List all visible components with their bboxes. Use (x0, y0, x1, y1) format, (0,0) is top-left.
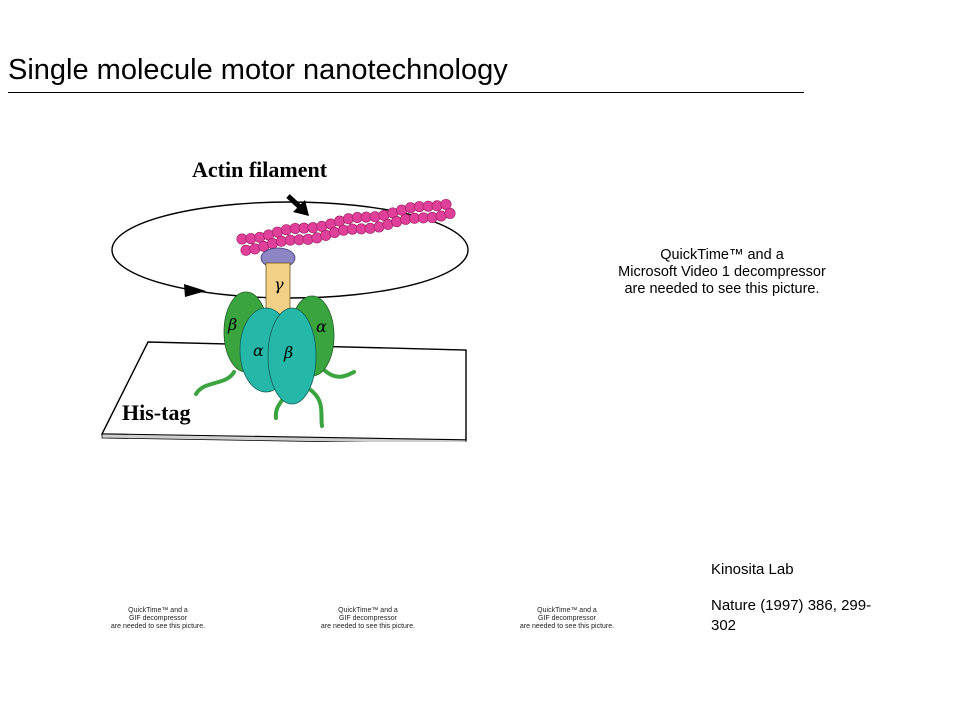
beta-left-label: β (227, 315, 237, 334)
qt-small-line-2: GIF decompressor (129, 615, 187, 622)
lab-name: Kinosita Lab (711, 561, 794, 578)
credits: Kinosita Lab Nature (1997) 386, 299-302 (711, 560, 891, 636)
actin-bead (440, 198, 452, 210)
gamma-label: γ (274, 275, 284, 294)
rotation-arrow-icon (184, 284, 206, 297)
alpha-right-label: α (316, 317, 327, 336)
his-tag-label: His-tag (122, 400, 190, 425)
title-divider (8, 92, 804, 93)
quicktime-gif-placeholder-1: QuickTime™ and a GIF decompressor are ne… (98, 607, 218, 631)
pointer-arrow-icon (286, 194, 309, 216)
qt-small-line-2: GIF decompressor (339, 615, 397, 622)
his-tag-front (306, 386, 324, 428)
qt-line-1: QuickTime™ and a (660, 247, 784, 263)
quicktime-gif-placeholder-3: QuickTime™ and a GIF decompressor are ne… (507, 607, 627, 631)
his-tag-left (194, 370, 236, 396)
alpha-front-label: α (253, 341, 264, 360)
quicktime-gif-placeholder-2: QuickTime™ and a GIF decompressor are ne… (308, 607, 428, 631)
slide-title: Single molecule motor nanotechnology (8, 54, 508, 86)
actin-filament (236, 198, 456, 256)
qt-small-line-1: QuickTime™ and a (338, 607, 398, 614)
actin-bead (444, 207, 456, 219)
qt-small-line-2: GIF decompressor (538, 615, 596, 622)
actin-filament-label: Actin filament (192, 157, 328, 182)
citation: Nature (1997) 386, 299-302 (711, 597, 872, 634)
beta-subunit-front (267, 307, 317, 405)
qt-small-line-1: QuickTime™ and a (537, 607, 597, 614)
qt-line-3: are needed to see this picture. (624, 281, 820, 297)
his-tag-right (320, 366, 356, 379)
qt-small-line-3: are needed to see this picture. (110, 623, 206, 630)
qt-small-line-3: are needed to see this picture. (519, 623, 615, 630)
glass-plate-edge (101, 433, 467, 442)
qt-small-line-3: are needed to see this picture. (320, 623, 416, 630)
f1-atpase-figure: γ β α α β Actin filament His-tag (100, 150, 470, 442)
qt-line-2: Microsoft Video 1 decompressor (618, 264, 826, 280)
quicktime-video-placeholder: QuickTime™ and a Microsoft Video 1 decom… (596, 247, 848, 298)
qt-small-line-1: QuickTime™ and a (128, 607, 188, 614)
beta-front-label: β (283, 343, 293, 362)
gamma-subunit (265, 262, 291, 316)
